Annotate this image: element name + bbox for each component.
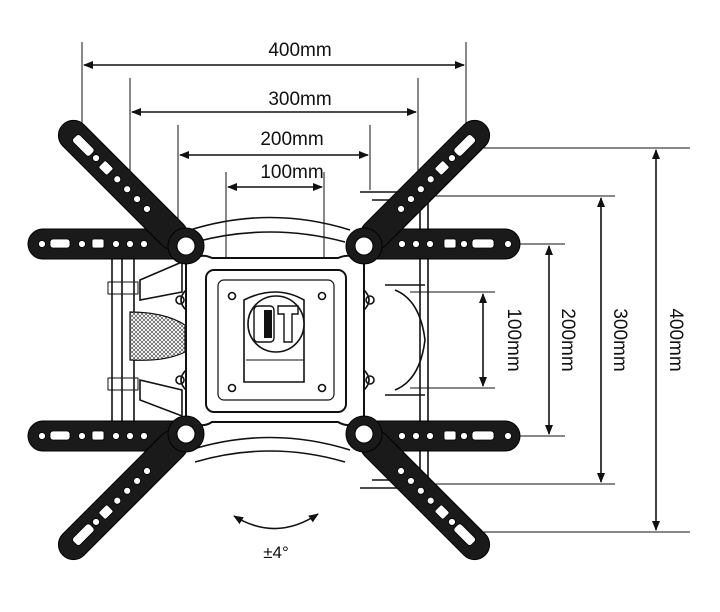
dimension-label-v-200mm: 200mm (557, 308, 578, 371)
dimension-label-v-300mm: 300mm (609, 308, 630, 371)
arm-diagonal-bottom-right (360, 430, 491, 561)
arm-diagonal-bottom-left (57, 430, 188, 561)
arm-diagonal-top-left (57, 119, 188, 250)
left-arm-mesh (129, 311, 186, 361)
vertical-dimensions: 100mm 200mm 300mm 400mm (410, 147, 690, 533)
dimension-label-200mm: 200mm (260, 129, 323, 150)
rotation-label: ±4° (263, 543, 289, 562)
dimension-label-400mm: 400mm (268, 40, 331, 61)
arm-horizontal-left-bottom (27, 420, 189, 452)
rotation-indicator: ±4° (233, 513, 319, 562)
horizontal-dimensions: 400mm 300mm 200mm 100mm (81, 40, 467, 300)
rotation-arrow-icon (233, 513, 319, 530)
dimension-label-100mm: 100mm (260, 162, 323, 183)
dimension-label-v-400mm: 400mm (665, 308, 686, 371)
central-mount-plate (175, 254, 375, 427)
arm-horizontal-right-top (361, 228, 521, 260)
dimension-label-v-100mm: 100mm (503, 308, 524, 371)
dimension-label-300mm: 300mm (268, 89, 331, 110)
pivot-knobs (167, 227, 383, 453)
arm-horizontal-left-top (27, 228, 189, 260)
